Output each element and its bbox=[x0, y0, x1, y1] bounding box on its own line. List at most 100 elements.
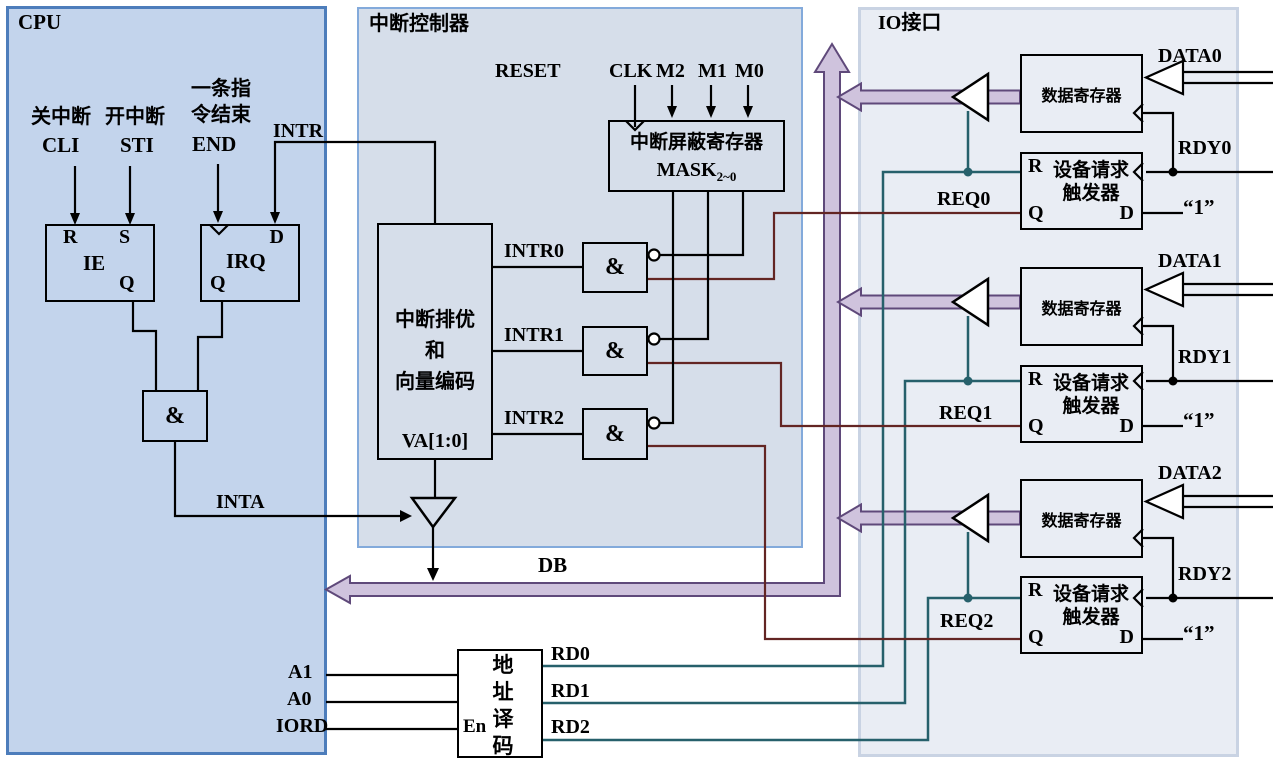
read-select-lines bbox=[543, 111, 1020, 742]
req0-label: REQ0 bbox=[937, 188, 991, 210]
ff1-r-label: R bbox=[1028, 368, 1043, 390]
m0-label: M0 bbox=[735, 60, 764, 82]
rdy0-label: RDY0 bbox=[1178, 137, 1232, 159]
cpu-region-title: CPU bbox=[18, 10, 62, 34]
and0-bubble-icon bbox=[647, 248, 661, 262]
req1-line bbox=[648, 361, 1020, 428]
data-bus-arrows bbox=[1143, 59, 1185, 520]
va-buffer-icon bbox=[409, 496, 458, 530]
request-flipflop-0: R 设备请求 触发器 Q D bbox=[1020, 152, 1143, 230]
mask-and-gate-1: & bbox=[582, 326, 648, 376]
mask-register-box: 中断屏蔽寄存器 MASK2~0 bbox=[608, 120, 785, 192]
enable2-junction-dot bbox=[963, 593, 973, 603]
ff2-d-label: D bbox=[1119, 626, 1134, 648]
va-db-arrow-icon bbox=[427, 568, 439, 581]
irq-flipflop: D IRQ Q bbox=[200, 224, 300, 302]
sti-arrow-icon bbox=[125, 213, 135, 225]
irq-q-line bbox=[196, 302, 224, 390]
request-lines bbox=[648, 211, 1020, 641]
and2-bubble-icon bbox=[647, 416, 661, 430]
ff1-d-label: D bbox=[1119, 415, 1134, 437]
rdy2-label: RDY2 bbox=[1178, 563, 1232, 585]
ff1-q-label: Q bbox=[1028, 415, 1044, 437]
mask-and-gate-2: & bbox=[582, 408, 648, 460]
mask-and-gate-2-label: & bbox=[605, 420, 625, 447]
mask-clock-notch-icon bbox=[625, 120, 645, 132]
m0-arrow-icon bbox=[743, 106, 753, 118]
ie-q-label: Q bbox=[119, 272, 135, 294]
va-label: VA[1:0] bbox=[401, 430, 469, 452]
data-register-2: 数据寄存器 bbox=[1020, 479, 1143, 558]
and1-bubble-icon bbox=[647, 332, 661, 346]
reset-label: RESET bbox=[495, 60, 561, 82]
rdy0-junction-dot bbox=[1168, 167, 1178, 177]
reg0-clock-line bbox=[1143, 111, 1175, 170]
data0-label: DATA0 bbox=[1158, 45, 1222, 67]
sti-caption: 开中断 bbox=[105, 106, 165, 128]
ff0-title: 设备请求 触发器 bbox=[1052, 160, 1129, 204]
data-register-0-title: 数据寄存器 bbox=[1041, 87, 1122, 105]
mask-name-subscript: 2~0 bbox=[716, 169, 737, 184]
inta-line bbox=[173, 442, 400, 518]
db-branch-bus-0 bbox=[836, 81, 1021, 113]
intr-line bbox=[273, 140, 437, 223]
rd0-line bbox=[543, 170, 1020, 668]
mask-register-title: 中断屏蔽寄存器 bbox=[629, 132, 763, 153]
data1-label: DATA1 bbox=[1158, 250, 1222, 272]
intr-label: INTR bbox=[273, 120, 324, 142]
sti-label: STI bbox=[120, 133, 154, 157]
end-label: END bbox=[192, 132, 237, 156]
cli-arrow-icon bbox=[70, 213, 80, 225]
ie-s-label: S bbox=[119, 226, 131, 248]
data-register-2-title: 数据寄存器 bbox=[1041, 512, 1122, 530]
req1-label: REQ1 bbox=[939, 402, 993, 424]
reg2-clock-notch-icon bbox=[1132, 528, 1144, 548]
inta-label: INTA bbox=[216, 491, 265, 513]
ff0-r-label: R bbox=[1028, 155, 1043, 177]
cli-label: CLI bbox=[42, 133, 80, 157]
priority-encoder-box: 中断排优 和 向量编码 VA[1:0] bbox=[377, 223, 493, 460]
ff1-title: 设备请求 触发器 bbox=[1052, 373, 1129, 417]
junction-dots bbox=[963, 167, 1178, 603]
mask-and-gate-1-label: & bbox=[605, 337, 625, 364]
ff2-title: 设备请求 触发器 bbox=[1052, 584, 1129, 628]
clock-notch-icons bbox=[209, 103, 1144, 608]
rdy1-label: RDY1 bbox=[1178, 346, 1232, 368]
data1-arrow-icon bbox=[1143, 271, 1185, 308]
one1-label: “1” bbox=[1183, 408, 1215, 432]
ie-r-label: R bbox=[63, 226, 78, 248]
data0-arrow-icon bbox=[1143, 59, 1185, 96]
intr0-label: INTR0 bbox=[504, 240, 565, 262]
intr1-label: INTR1 bbox=[504, 324, 565, 346]
ie-flipflop: R S IE Q bbox=[45, 224, 155, 302]
ff0-q-label: Q bbox=[1028, 202, 1044, 224]
ie-title: IE bbox=[83, 251, 106, 275]
rdy2-junction-dot bbox=[1168, 593, 1178, 603]
data2-label: DATA2 bbox=[1158, 462, 1222, 484]
cli-caption: 关中断 bbox=[31, 106, 91, 128]
reg1-clock-line bbox=[1143, 324, 1175, 379]
inta-arrow-icon bbox=[400, 510, 412, 522]
data-register-1-title: 数据寄存器 bbox=[1041, 300, 1122, 318]
mask-name-text: MASK bbox=[656, 159, 717, 181]
m2-arrow-icon bbox=[667, 106, 677, 118]
one2-label: “1” bbox=[1183, 621, 1215, 645]
reg2-clock-line bbox=[1143, 536, 1175, 596]
mask-out2-line bbox=[660, 192, 675, 425]
db-branch-bus-2 bbox=[836, 502, 1021, 534]
one0-label: “1” bbox=[1183, 195, 1215, 219]
db-main-bus bbox=[323, 42, 851, 605]
io-region-title: IO接口 bbox=[878, 12, 942, 34]
rd1-label: RD1 bbox=[551, 680, 590, 702]
rd1-line bbox=[543, 379, 1020, 705]
mask-register-name: MASK2~0 bbox=[610, 160, 783, 184]
m1-arrow-icon bbox=[706, 106, 716, 118]
rd2-label: RD2 bbox=[551, 716, 590, 738]
rdy1-junction-dot bbox=[1168, 376, 1178, 386]
cpu-and-gate: & bbox=[142, 390, 208, 442]
request-flipflop-1: R 设备请求 触发器 Q D bbox=[1020, 365, 1143, 443]
end-arrow-icon bbox=[213, 211, 223, 223]
cpu-and-gate-label: & bbox=[165, 402, 185, 429]
request-flipflop-2: R 设备请求 触发器 Q D bbox=[1020, 576, 1143, 654]
